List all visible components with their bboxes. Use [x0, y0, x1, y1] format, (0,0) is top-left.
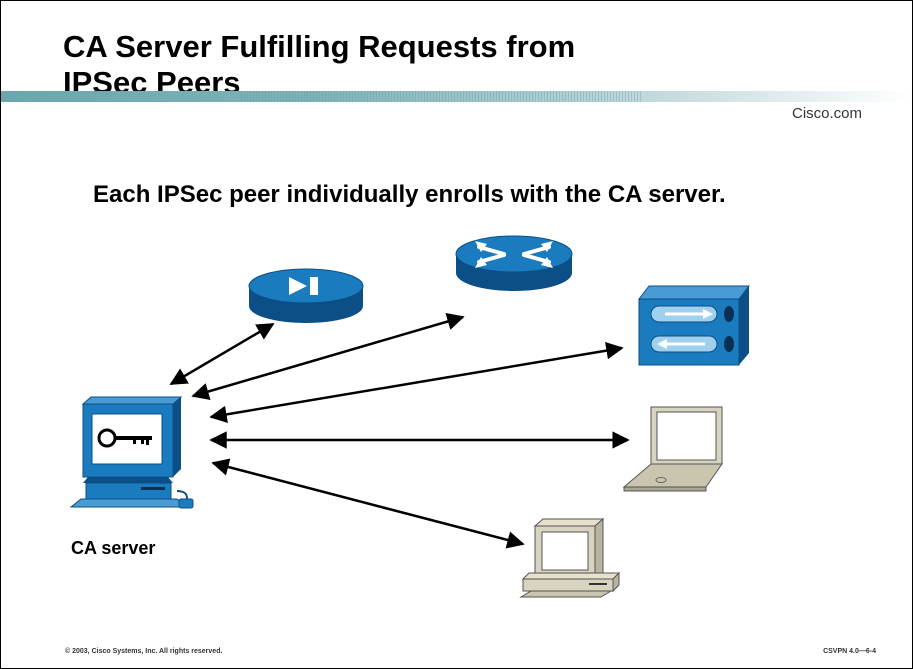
bullet-text: Each IPSec peer individually enrolls wit… [93, 181, 726, 208]
copyright-text: © 2003, Cisco Systems, Inc. All rights r… [65, 648, 223, 655]
router-icon [455, 235, 573, 291]
arrow-ca-to-desktop-pc [211, 458, 525, 549]
connection-arrows [169, 313, 630, 549]
cisco-brand: Cisco.com [791, 105, 862, 122]
arrow-ca-to-router [191, 313, 465, 400]
title-rule [1, 91, 912, 102]
arrow-ca-to-vpn-concentrator [169, 322, 275, 386]
pix-firewall-icon [637, 285, 751, 366]
arrow-ca-to-pix-firewall [209, 341, 624, 424]
slide-title: CA Server Fulfilling Requests from IPSec… [63, 29, 576, 100]
ca-server-icon [69, 396, 194, 509]
laptop-icon [622, 406, 723, 492]
ca-server-label: CA server [71, 538, 156, 558]
vpn-concentrator-icon [248, 268, 364, 323]
course-code: CSVPN 4.0—6-4 [823, 648, 876, 655]
desktop-pc-icon [519, 517, 621, 598]
